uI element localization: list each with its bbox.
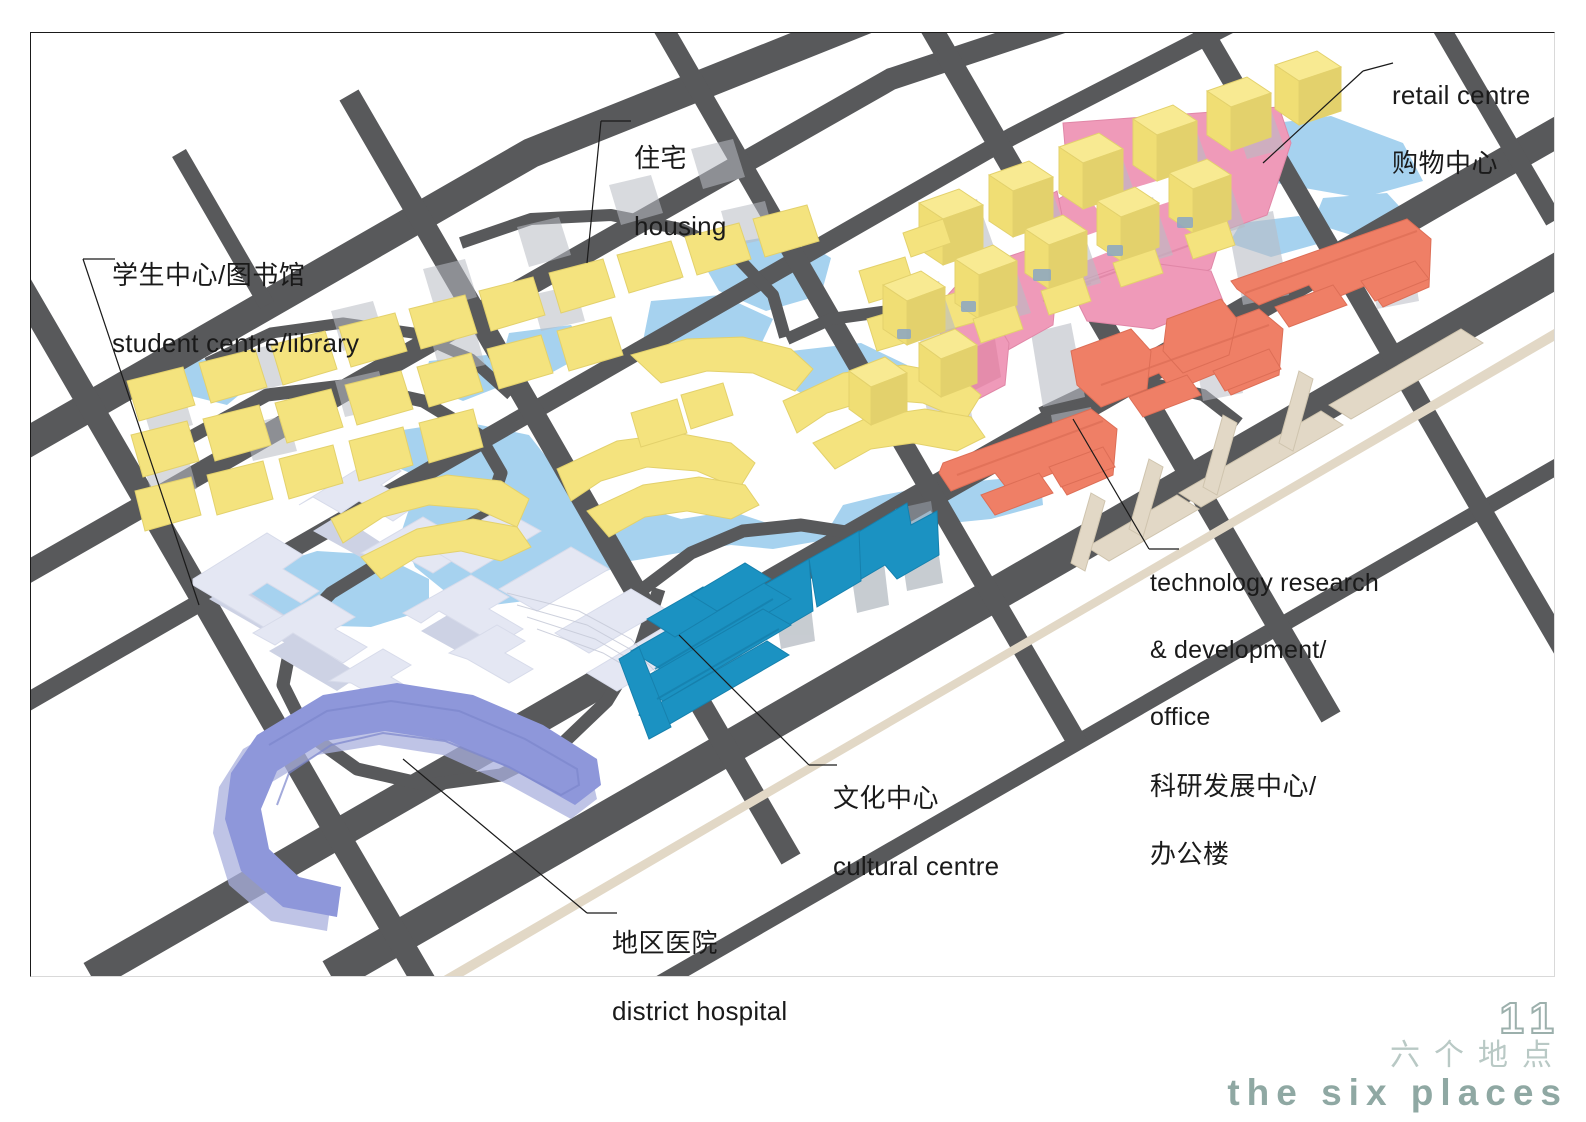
rail-viaduct bbox=[443, 328, 1554, 976]
label-technology-cn-2: 办公楼 bbox=[1150, 838, 1230, 869]
label-technology-office: technology research & development/ offic… bbox=[1150, 531, 1379, 907]
label-technology-en-3: office bbox=[1150, 703, 1211, 732]
label-housing-en: housing bbox=[634, 211, 727, 242]
footer-title-en: the six places bbox=[1227, 1072, 1568, 1114]
hospital-building bbox=[225, 683, 601, 917]
masterplan-svg bbox=[31, 33, 1554, 976]
label-district-hospital-en: district hospital bbox=[612, 996, 788, 1027]
label-district-hospital: 地区医院 district hospital bbox=[612, 890, 787, 1065]
label-retail-centre: retail centre 购物中心 bbox=[1392, 42, 1530, 217]
label-housing-cn: 住宅 bbox=[634, 142, 688, 173]
footer-title-cn: 六个地点 bbox=[1390, 1038, 1566, 1072]
label-cultural-centre-cn: 文化中心 bbox=[833, 782, 940, 813]
leader-lines bbox=[82, 62, 1394, 914]
label-cultural-centre-en: cultural centre bbox=[833, 851, 1000, 882]
student-centre-library bbox=[192, 456, 692, 712]
label-student-centre-cn: 学生中心/图书馆 bbox=[112, 259, 306, 290]
masterplan-map bbox=[30, 32, 1555, 977]
label-retail-centre-cn: 购物中心 bbox=[1392, 148, 1499, 179]
label-technology-en-2: & development/ bbox=[1150, 636, 1327, 664]
housing-towers bbox=[847, 50, 1343, 426]
label-student-centre-en: student centre/library bbox=[112, 328, 360, 359]
cultural-centre bbox=[618, 501, 943, 740]
page-number: 11 bbox=[1498, 993, 1562, 1043]
label-technology-cn-1: 科研发展中心/ bbox=[1150, 770, 1317, 801]
label-retail-centre-en: retail centre bbox=[1392, 79, 1531, 110]
page-footer: 11 六个地点 the six places bbox=[1227, 993, 1568, 1114]
label-housing: 住宅 housing bbox=[634, 105, 726, 280]
district-hospital bbox=[213, 683, 601, 931]
label-district-hospital-cn: 地区医院 bbox=[612, 927, 719, 958]
label-technology-en-1: technology research bbox=[1150, 568, 1379, 597]
technology-office bbox=[938, 218, 1432, 516]
label-student-centre: 学生中心/图书馆 student centre/library bbox=[112, 222, 359, 397]
label-cultural-centre: 文化中心 cultural centre bbox=[833, 745, 999, 920]
